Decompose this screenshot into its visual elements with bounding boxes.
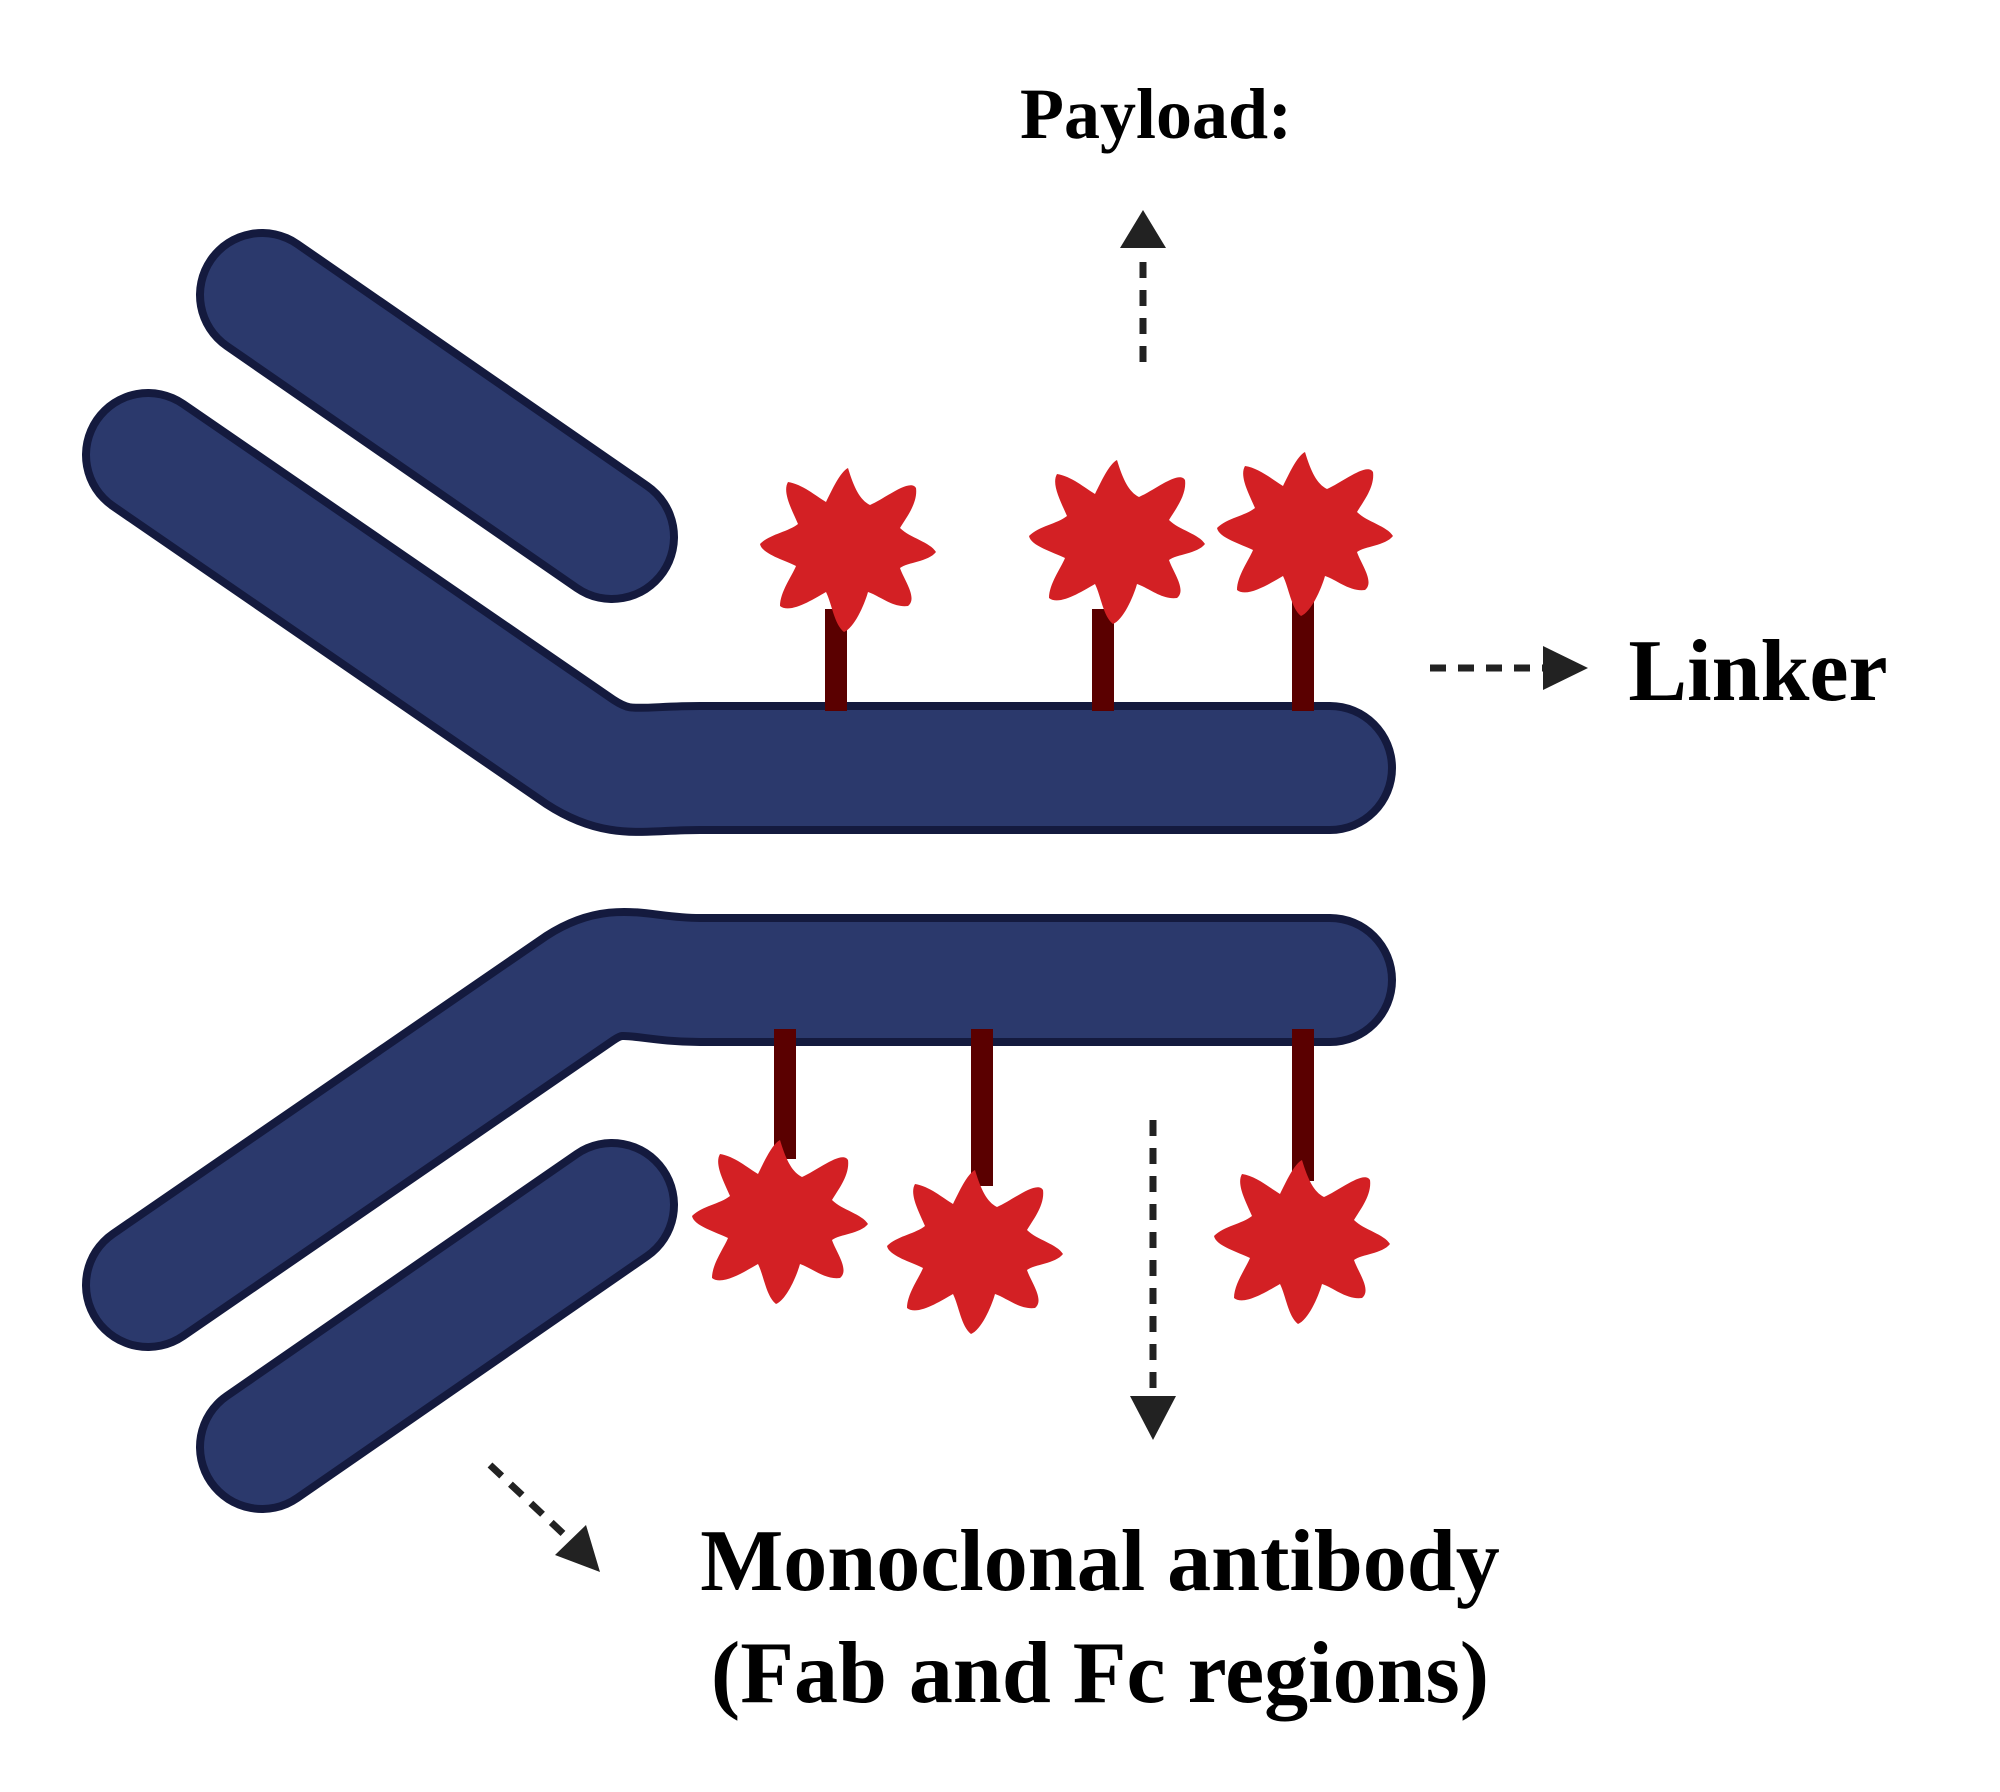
payload-down-arrow xyxy=(1130,1120,1176,1440)
upper-heavy-chain-group xyxy=(82,389,1396,836)
payload-star xyxy=(1029,460,1205,624)
upper-payloads xyxy=(760,452,1393,632)
payload-star xyxy=(760,468,936,632)
payload-star xyxy=(1214,1160,1390,1324)
lower-payloads xyxy=(692,1140,1390,1334)
lower-heavy-chain-group xyxy=(82,907,1396,1351)
linker-label: Linker xyxy=(1628,623,1887,720)
payload-label: Payload: xyxy=(1020,74,1292,154)
payload-star xyxy=(692,1140,868,1304)
payload-star xyxy=(887,1170,1063,1334)
linker-arrow xyxy=(1430,646,1588,690)
lower-linkers xyxy=(774,1029,1314,1186)
lower-light-chain xyxy=(196,1139,678,1513)
antibody-label-line2: (Fab and Fc regions) xyxy=(711,1625,1489,1722)
antibody-arrow xyxy=(487,1462,600,1572)
upper-light-chain xyxy=(196,229,678,603)
antibody-label-line1: Monoclonal antibody xyxy=(700,1513,1499,1610)
payload-arrow xyxy=(1120,210,1166,362)
payload-star xyxy=(1217,452,1393,616)
upper-linkers xyxy=(825,589,1314,711)
